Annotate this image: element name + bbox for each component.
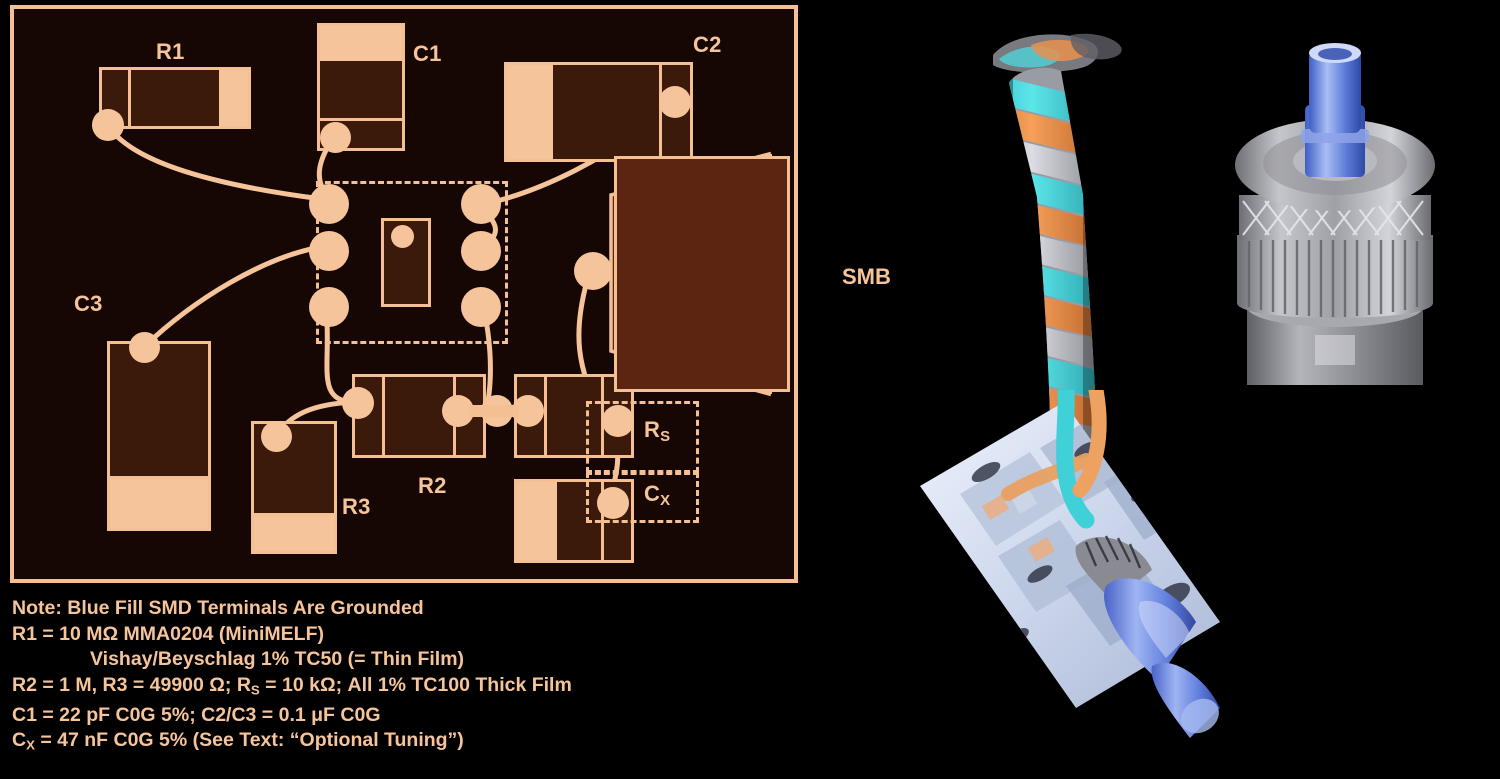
c3-terminal-bottom bbox=[110, 476, 208, 528]
pad-c3 bbox=[129, 332, 160, 363]
caption-line-2: R1 = 10 MΩ MMA0204 (MiniMELF) bbox=[12, 622, 324, 645]
component-c3 bbox=[107, 341, 211, 531]
ic-pin1-dot bbox=[391, 225, 414, 248]
label-cx: CX bbox=[644, 481, 670, 509]
optional-cx-outline bbox=[586, 472, 699, 523]
c2-divider-right bbox=[659, 65, 662, 159]
smb-square-body bbox=[614, 156, 790, 392]
component-c2 bbox=[504, 62, 693, 162]
c3-divider-bottom bbox=[110, 476, 208, 479]
c1-terminal-top bbox=[320, 26, 402, 61]
rs-divider-left bbox=[544, 377, 547, 455]
twisted-cable-photo bbox=[993, 33, 1122, 453]
label-c2: C2 bbox=[693, 32, 722, 57]
pcb-orange-wire bbox=[1072, 390, 1107, 498]
label-rs-sub: S bbox=[660, 428, 671, 446]
component-cx bbox=[514, 479, 634, 563]
label-r3: R3 bbox=[342, 494, 371, 519]
label-r2: R2 bbox=[418, 473, 447, 498]
r1-divider-left bbox=[128, 70, 131, 126]
caption-line-5: C1 = 22 pF C0G 5%; C2/C3 = 0.1 μF C0G bbox=[12, 703, 381, 726]
r2-divider-left bbox=[382, 377, 385, 455]
smb-knurled-ring bbox=[1237, 235, 1433, 318]
assembled-pcb-photo bbox=[920, 390, 1220, 738]
c2-terminal-left bbox=[507, 65, 553, 159]
ic-body-marking bbox=[381, 218, 431, 307]
caption-line-6: CX = 47 nF C0G 5% (See Text: “Optional T… bbox=[12, 728, 792, 758]
caption-line-3: Vishay/Beyschlag 1% TC50 (= Thin Film) bbox=[12, 647, 792, 673]
label-cx-sub: X bbox=[660, 492, 671, 510]
figure-caption: Note: Blue Fill SMD Terminals Are Ground… bbox=[12, 596, 792, 758]
label-c1: C1 bbox=[413, 41, 442, 66]
optional-rs-outline bbox=[586, 401, 699, 473]
pad-r3 bbox=[261, 421, 292, 452]
caption-line-6-a: C bbox=[12, 729, 27, 752]
caption-line-6-b: = 47 nF C0G 5% (See Text: “Optional Tuni… bbox=[34, 729, 464, 752]
ic-pad-right-mid bbox=[461, 231, 501, 271]
ic-pad-right-top bbox=[461, 184, 501, 224]
caption-line-6-sub: X bbox=[26, 737, 35, 753]
cx-terminal-left bbox=[517, 482, 557, 560]
pcb-layout-board: R1 C1 C2 C3 R3 R2 bbox=[10, 5, 891, 583]
r1-terminal-right bbox=[219, 70, 248, 126]
caption-line-3-text: Vishay/Beyschlag 1% TC50 (= Thin Film) bbox=[90, 648, 465, 670]
component-c1 bbox=[317, 23, 405, 151]
caption-line-4-sub: S bbox=[250, 682, 260, 698]
pcb-cyan-wire bbox=[1056, 390, 1095, 529]
trace-r1-to-ic bbox=[104, 121, 325, 202]
label-cx-base: C bbox=[644, 481, 661, 506]
ic-pad-left-bottom bbox=[309, 287, 349, 327]
pad-cx-right bbox=[597, 487, 629, 519]
r3-terminal-bottom bbox=[254, 513, 334, 551]
r3-divider-bottom bbox=[254, 513, 334, 516]
caption-line-4: R2 = 1 M, R3 = 49900 Ω; RS = 10 kΩ; All … bbox=[12, 673, 792, 703]
label-rs: RS bbox=[644, 417, 670, 445]
smb-center-post bbox=[1301, 43, 1369, 177]
label-r1: R1 bbox=[156, 39, 185, 64]
label-smb: SMB bbox=[842, 264, 891, 289]
pad-c1 bbox=[320, 122, 351, 153]
cable-splay-tip bbox=[993, 33, 1122, 73]
ic-pad-right-bottom bbox=[461, 287, 501, 327]
pad-rs-right bbox=[602, 405, 634, 437]
caption-line-4-a: R2 = 1 M, R3 = 49900 Ω; R bbox=[12, 673, 251, 696]
label-c3: C3 bbox=[74, 291, 103, 316]
trace-c3-to-ic bbox=[141, 244, 324, 350]
pad-r2-right bbox=[442, 395, 474, 427]
c1-divider-bottom bbox=[320, 118, 402, 121]
pad-smb-center bbox=[574, 252, 612, 290]
smb-connector-photo bbox=[1235, 43, 1435, 385]
pad-r1 bbox=[92, 109, 124, 141]
ic-pad-left-top bbox=[309, 184, 349, 224]
pcb-connector bbox=[1075, 535, 1220, 738]
pad-r2-left bbox=[342, 387, 374, 419]
label-rs-base: R bbox=[644, 417, 661, 442]
caption-line-1: Note: Blue Fill SMD Terminals Are Ground… bbox=[12, 597, 424, 619]
caption-line-4-b: = 10 kΩ; All 1% TC100 Thick Film bbox=[259, 673, 572, 696]
component-r1 bbox=[99, 67, 251, 129]
pad-chain-link bbox=[469, 405, 519, 417]
ic-pad-left-mid bbox=[309, 231, 349, 271]
pad-c2 bbox=[659, 86, 691, 118]
